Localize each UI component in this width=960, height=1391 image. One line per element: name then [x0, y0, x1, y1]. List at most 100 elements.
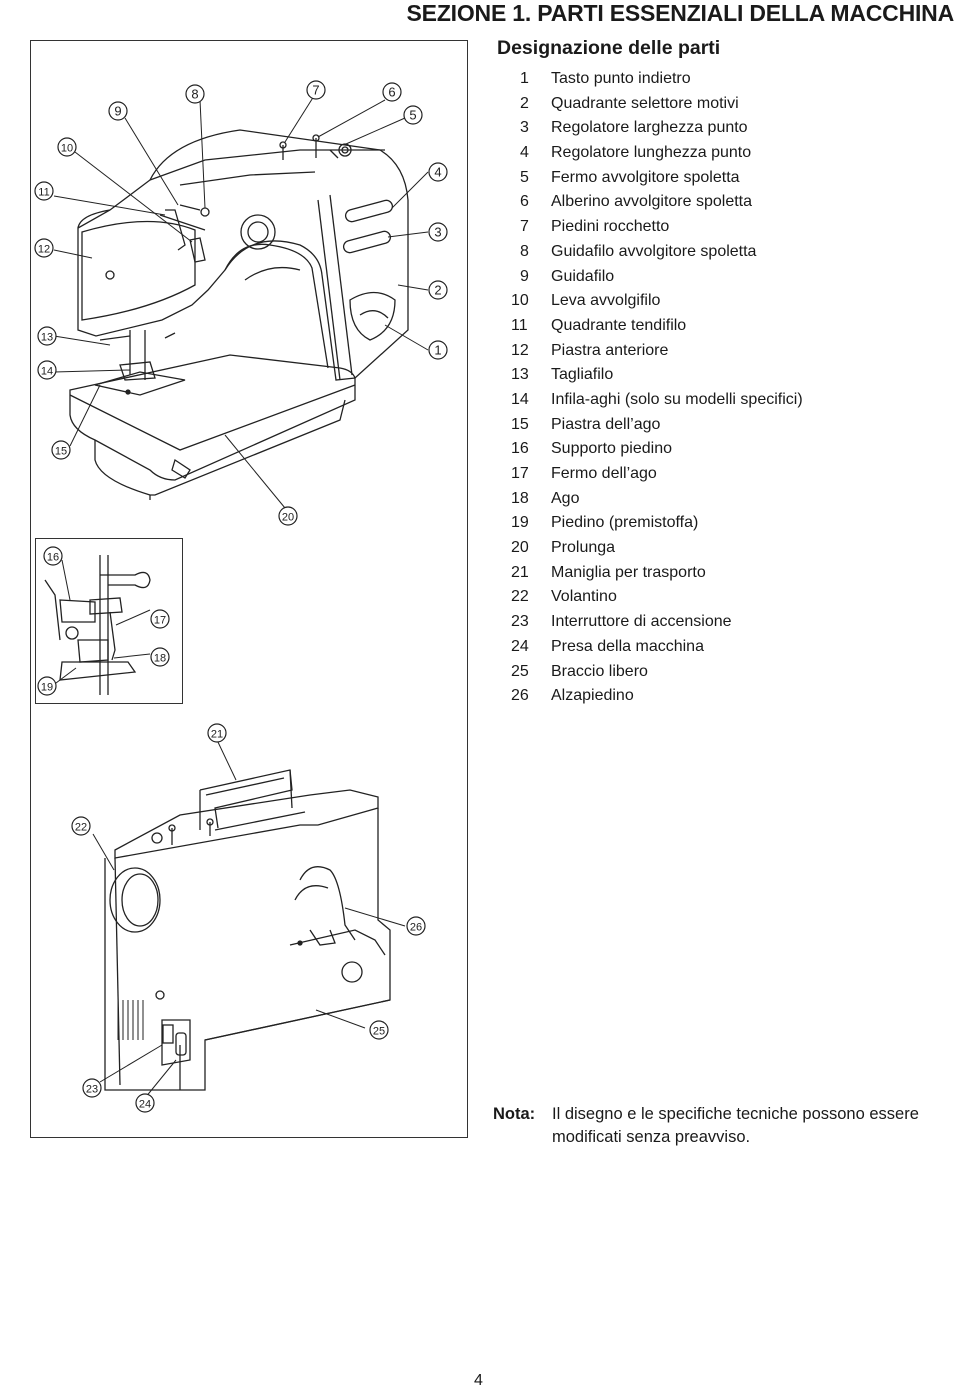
- callout-21: 21: [207, 723, 227, 743]
- callout-1: 1: [428, 340, 448, 360]
- callout-number: 11: [38, 187, 49, 199]
- note-text: Il disegno e le specifiche tecniche poss…: [552, 1105, 919, 1146]
- callout-circle: [57, 137, 77, 157]
- page-number: 4: [474, 1372, 483, 1389]
- callout-number: 22: [75, 822, 87, 834]
- back-leader-lines: [92, 739, 406, 1099]
- callout-circle: [108, 101, 128, 121]
- callout-19: 19: [37, 676, 57, 696]
- callout-number: 9: [114, 104, 121, 119]
- callout-circle: [406, 916, 426, 936]
- callout-number: 19: [41, 682, 53, 694]
- callout-number: 1: [434, 343, 441, 358]
- callout-number: 21: [211, 729, 223, 741]
- callout-number: 18: [154, 653, 166, 665]
- back-machine-drawing: [104, 769, 391, 1091]
- front-leader-lines: [53, 95, 429, 509]
- callout-number: 6: [388, 85, 395, 100]
- callout-3: 3: [428, 222, 448, 242]
- callout-circle: [34, 181, 54, 201]
- callout-14: 14: [37, 360, 57, 380]
- callout-circle: [403, 105, 423, 125]
- front-machine-drawing: [69, 129, 409, 500]
- illustration-frame: [30, 40, 468, 1138]
- callout-number: 17: [154, 615, 166, 627]
- callout-number: 25: [373, 1026, 385, 1038]
- callout-15: 15: [51, 440, 71, 460]
- callout-number: 15: [55, 446, 67, 458]
- callout-18: 18: [150, 647, 170, 667]
- callout-circle: [135, 1093, 155, 1113]
- callout-circle: [428, 340, 448, 360]
- callout-circle: [207, 723, 227, 743]
- presser-foot-inset-frame: [35, 538, 183, 704]
- callout-circle: [278, 506, 298, 526]
- callout-7: 7: [306, 80, 326, 100]
- callout-number: 24: [139, 1099, 151, 1111]
- callout-number: 26: [410, 922, 422, 934]
- callout-10: 10: [57, 137, 77, 157]
- note-label: Nota:: [493, 1105, 536, 1123]
- callout-circle: [369, 1020, 389, 1040]
- callout-markers: 1234567891011121314152016171819212223242…: [34, 80, 448, 1113]
- callout-25: 25: [369, 1020, 389, 1040]
- callout-circle: [37, 326, 57, 346]
- callout-circle: [51, 440, 71, 460]
- callout-26: 26: [406, 916, 426, 936]
- callout-circle: [37, 676, 57, 696]
- callout-16: 16: [43, 546, 63, 566]
- callout-number: 23: [86, 1084, 98, 1096]
- callout-number: 20: [282, 512, 294, 524]
- callout-circle: [150, 647, 170, 667]
- callout-circle: [306, 80, 326, 100]
- callout-12: 12: [34, 238, 54, 258]
- callout-number: 13: [41, 332, 53, 344]
- callout-22: 22: [71, 816, 91, 836]
- callout-20: 20: [278, 506, 298, 526]
- callout-circle: [71, 816, 91, 836]
- callout-number: 2: [434, 283, 441, 298]
- callout-number: 8: [191, 87, 198, 102]
- callout-number: 16: [47, 552, 59, 564]
- callout-circle: [82, 1078, 102, 1098]
- callout-number: 3: [434, 225, 441, 240]
- inset-leader-lines: [55, 559, 151, 684]
- callout-23: 23: [82, 1078, 102, 1098]
- callout-circle: [428, 162, 448, 182]
- section-title: SEZIONE 1. PARTI ESSENZIALI DELLA MACCHI…: [406, 0, 955, 26]
- callout-number: 4: [434, 165, 441, 180]
- callout-circle: [185, 84, 205, 104]
- callout-circle: [43, 546, 63, 566]
- callout-circle: [37, 360, 57, 380]
- callout-24: 24: [135, 1093, 155, 1113]
- callout-number: 7: [312, 83, 319, 98]
- callout-circle: [382, 82, 402, 102]
- callout-number: 12: [38, 244, 50, 256]
- callout-17: 17: [150, 609, 170, 629]
- callout-9: 9: [108, 101, 128, 121]
- subtitle: Designazione delle parti: [497, 37, 721, 59]
